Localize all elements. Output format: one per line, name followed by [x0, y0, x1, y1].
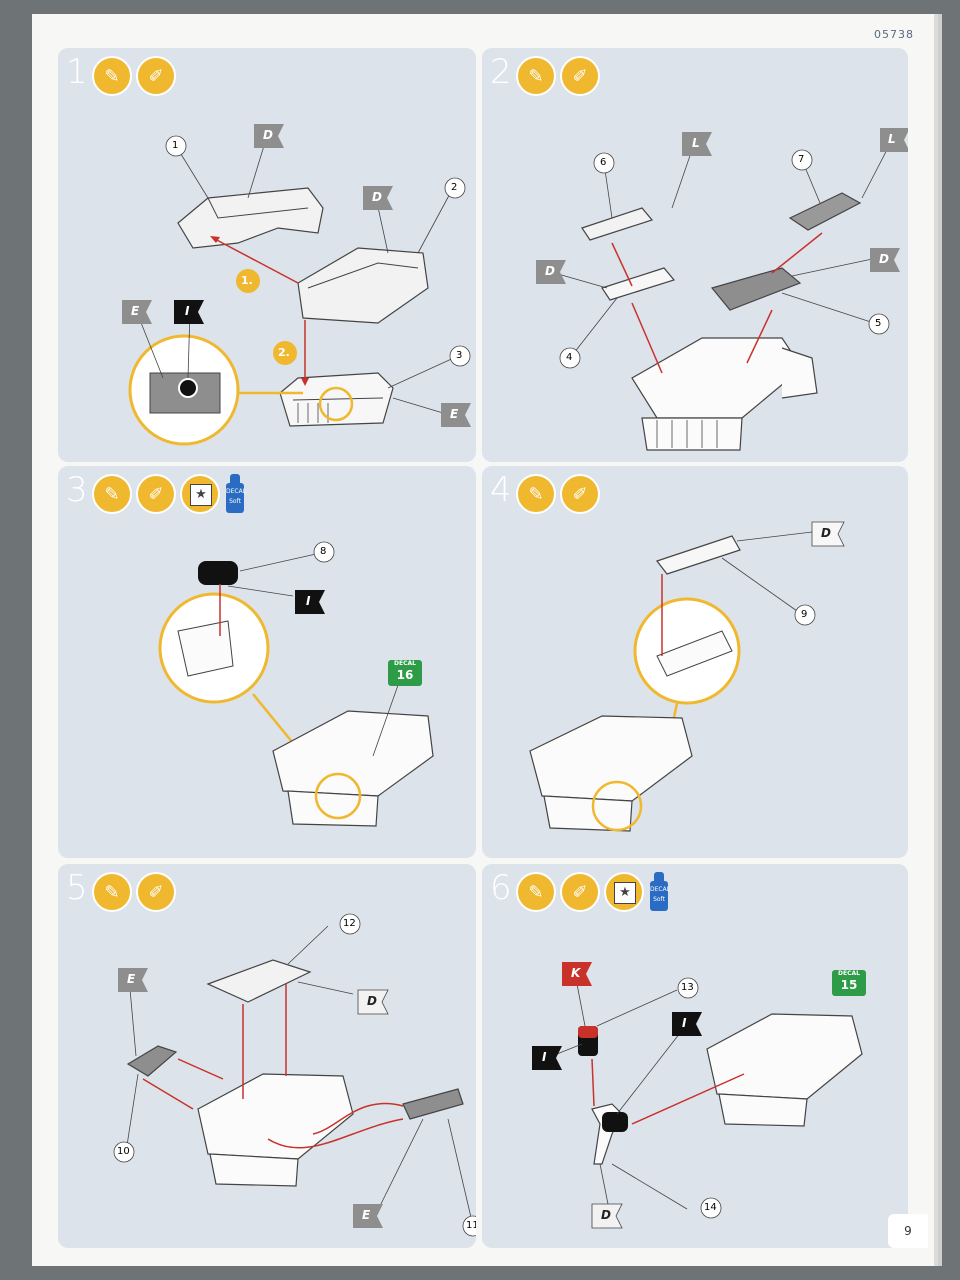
decal-soft-bottle-icon: DECAL Soft [224, 474, 246, 514]
step-number: 2 [490, 52, 512, 92]
substep-1-label: 1. [241, 274, 253, 287]
step-4-panel: 4 ✎ ✐ 9 D [482, 466, 908, 858]
callout-7: 7 [798, 154, 805, 165]
step-icons: ✎ ✐ [516, 474, 600, 514]
step-1-diagram [122, 124, 471, 446]
flag-part-d-2: D [879, 252, 889, 266]
flag-part-e-2: E [362, 1208, 371, 1222]
step-2-diagram [536, 128, 908, 451]
callout-5: 5 [875, 318, 882, 329]
flag-part-e-2: E [450, 407, 459, 421]
glue-icon: ✎ [516, 56, 556, 96]
callout-9: 9 [801, 609, 808, 620]
flag-part-d: D [821, 526, 831, 540]
part-9 [656, 535, 741, 575]
part-7 [788, 192, 862, 231]
flag-part-i: I [542, 1050, 547, 1064]
step-icons: ✎ ✐ [92, 872, 176, 912]
callout-3: 3 [456, 350, 463, 361]
step-number: 6 [490, 868, 512, 908]
step-icons: ✎ ✐ DECAL Soft [516, 872, 670, 912]
glue-icon: ✎ [92, 872, 132, 912]
flag-part-d: D [545, 264, 555, 278]
glue-icon: ✎ [516, 872, 556, 912]
callout-14: 14 [704, 1202, 717, 1213]
step-1-panel: 1 ✎ ✐ [58, 48, 476, 462]
step-icons: ✎ ✐ DECAL Soft [92, 474, 246, 514]
flag-part-d: D [263, 128, 273, 142]
step-3-diagram [158, 541, 434, 827]
decal-badge-15: DECAL 15 [832, 970, 866, 996]
arrow-1 [212, 237, 299, 284]
flag-part-d: D [367, 994, 377, 1008]
callout-10: 10 [117, 1146, 130, 1157]
paint-brush-icon: ✐ [560, 56, 600, 96]
flag-part-d: D [601, 1208, 611, 1222]
flag-part-i: I [306, 594, 311, 608]
callout-13: 13 [681, 982, 694, 993]
step-6-diagram [532, 962, 863, 1229]
paint-brush-icon: ✐ [136, 872, 176, 912]
step-number: 4 [490, 470, 512, 510]
paint-brush-icon: ✐ [560, 474, 600, 514]
document-code: 05738 [874, 28, 914, 41]
part-11 [402, 1088, 464, 1120]
paint-brush-icon: ✐ [136, 56, 176, 96]
decal-icon [180, 474, 220, 514]
callout-8: 8 [320, 546, 327, 557]
engine-block [272, 710, 434, 827]
step-number: 1 [66, 52, 88, 92]
engine-block [197, 1073, 354, 1187]
decal-badge-16: DECAL 16 [388, 660, 422, 686]
callout-4: 4 [566, 352, 573, 363]
flag-part-k: K [571, 966, 581, 980]
callout-12: 12 [343, 918, 356, 929]
flag-part-e: E [131, 304, 140, 318]
paint-brush-icon: ✐ [136, 474, 176, 514]
glue-icon: ✎ [92, 474, 132, 514]
callout-1: 1 [172, 140, 179, 151]
part-12 [206, 959, 312, 1003]
part-8 [198, 561, 238, 585]
flag-part-e: E [127, 972, 136, 986]
part-5 [710, 267, 802, 311]
part-6 [581, 207, 654, 241]
part-1 [177, 187, 324, 249]
flag-part-i-2: I [682, 1016, 687, 1030]
flag-part-l-2: L [888, 132, 896, 146]
substep-2-label: 2. [278, 346, 290, 359]
step-5-diagram [113, 913, 476, 1237]
step-2-panel: 2 ✎ ✐ [482, 48, 908, 462]
step-number: 5 [66, 868, 88, 908]
glue-icon: ✎ [92, 56, 132, 96]
engine-block [706, 1013, 863, 1127]
part-10 [126, 1045, 178, 1077]
paint-brush-icon: ✐ [560, 872, 600, 912]
flag-part-l: L [692, 136, 700, 150]
step-4-diagram [529, 521, 845, 832]
glue-icon: ✎ [516, 474, 556, 514]
step-icons: ✎ ✐ [516, 56, 600, 96]
step-3-panel: 3 ✎ ✐ DECAL Soft 8 I DECAL [58, 466, 476, 858]
callout-11: 11 [466, 1220, 476, 1231]
page-number: 9 [888, 1214, 928, 1248]
instruction-sheet: 05738 1 ✎ ✐ [32, 14, 934, 1266]
decal-icon [604, 872, 644, 912]
engine-block [529, 715, 693, 832]
flag-part-d-2: D [372, 190, 382, 204]
step-number: 3 [66, 470, 88, 510]
part-3 [279, 372, 394, 427]
part-2 [297, 247, 429, 324]
part-4 [601, 267, 676, 301]
engine-block [631, 337, 818, 451]
step-6-panel: 6 ✎ ✐ DECAL Soft [482, 864, 908, 1248]
callout-2: 2 [451, 182, 458, 193]
step-icons: ✎ ✐ [92, 56, 176, 96]
flag-shapes [122, 124, 471, 427]
decal-soft-bottle-icon: DECAL Soft [648, 872, 670, 912]
flag-part-i: I [185, 304, 190, 318]
callout-6: 6 [600, 157, 607, 168]
step-5-panel: 5 ✎ ✐ [58, 864, 476, 1248]
